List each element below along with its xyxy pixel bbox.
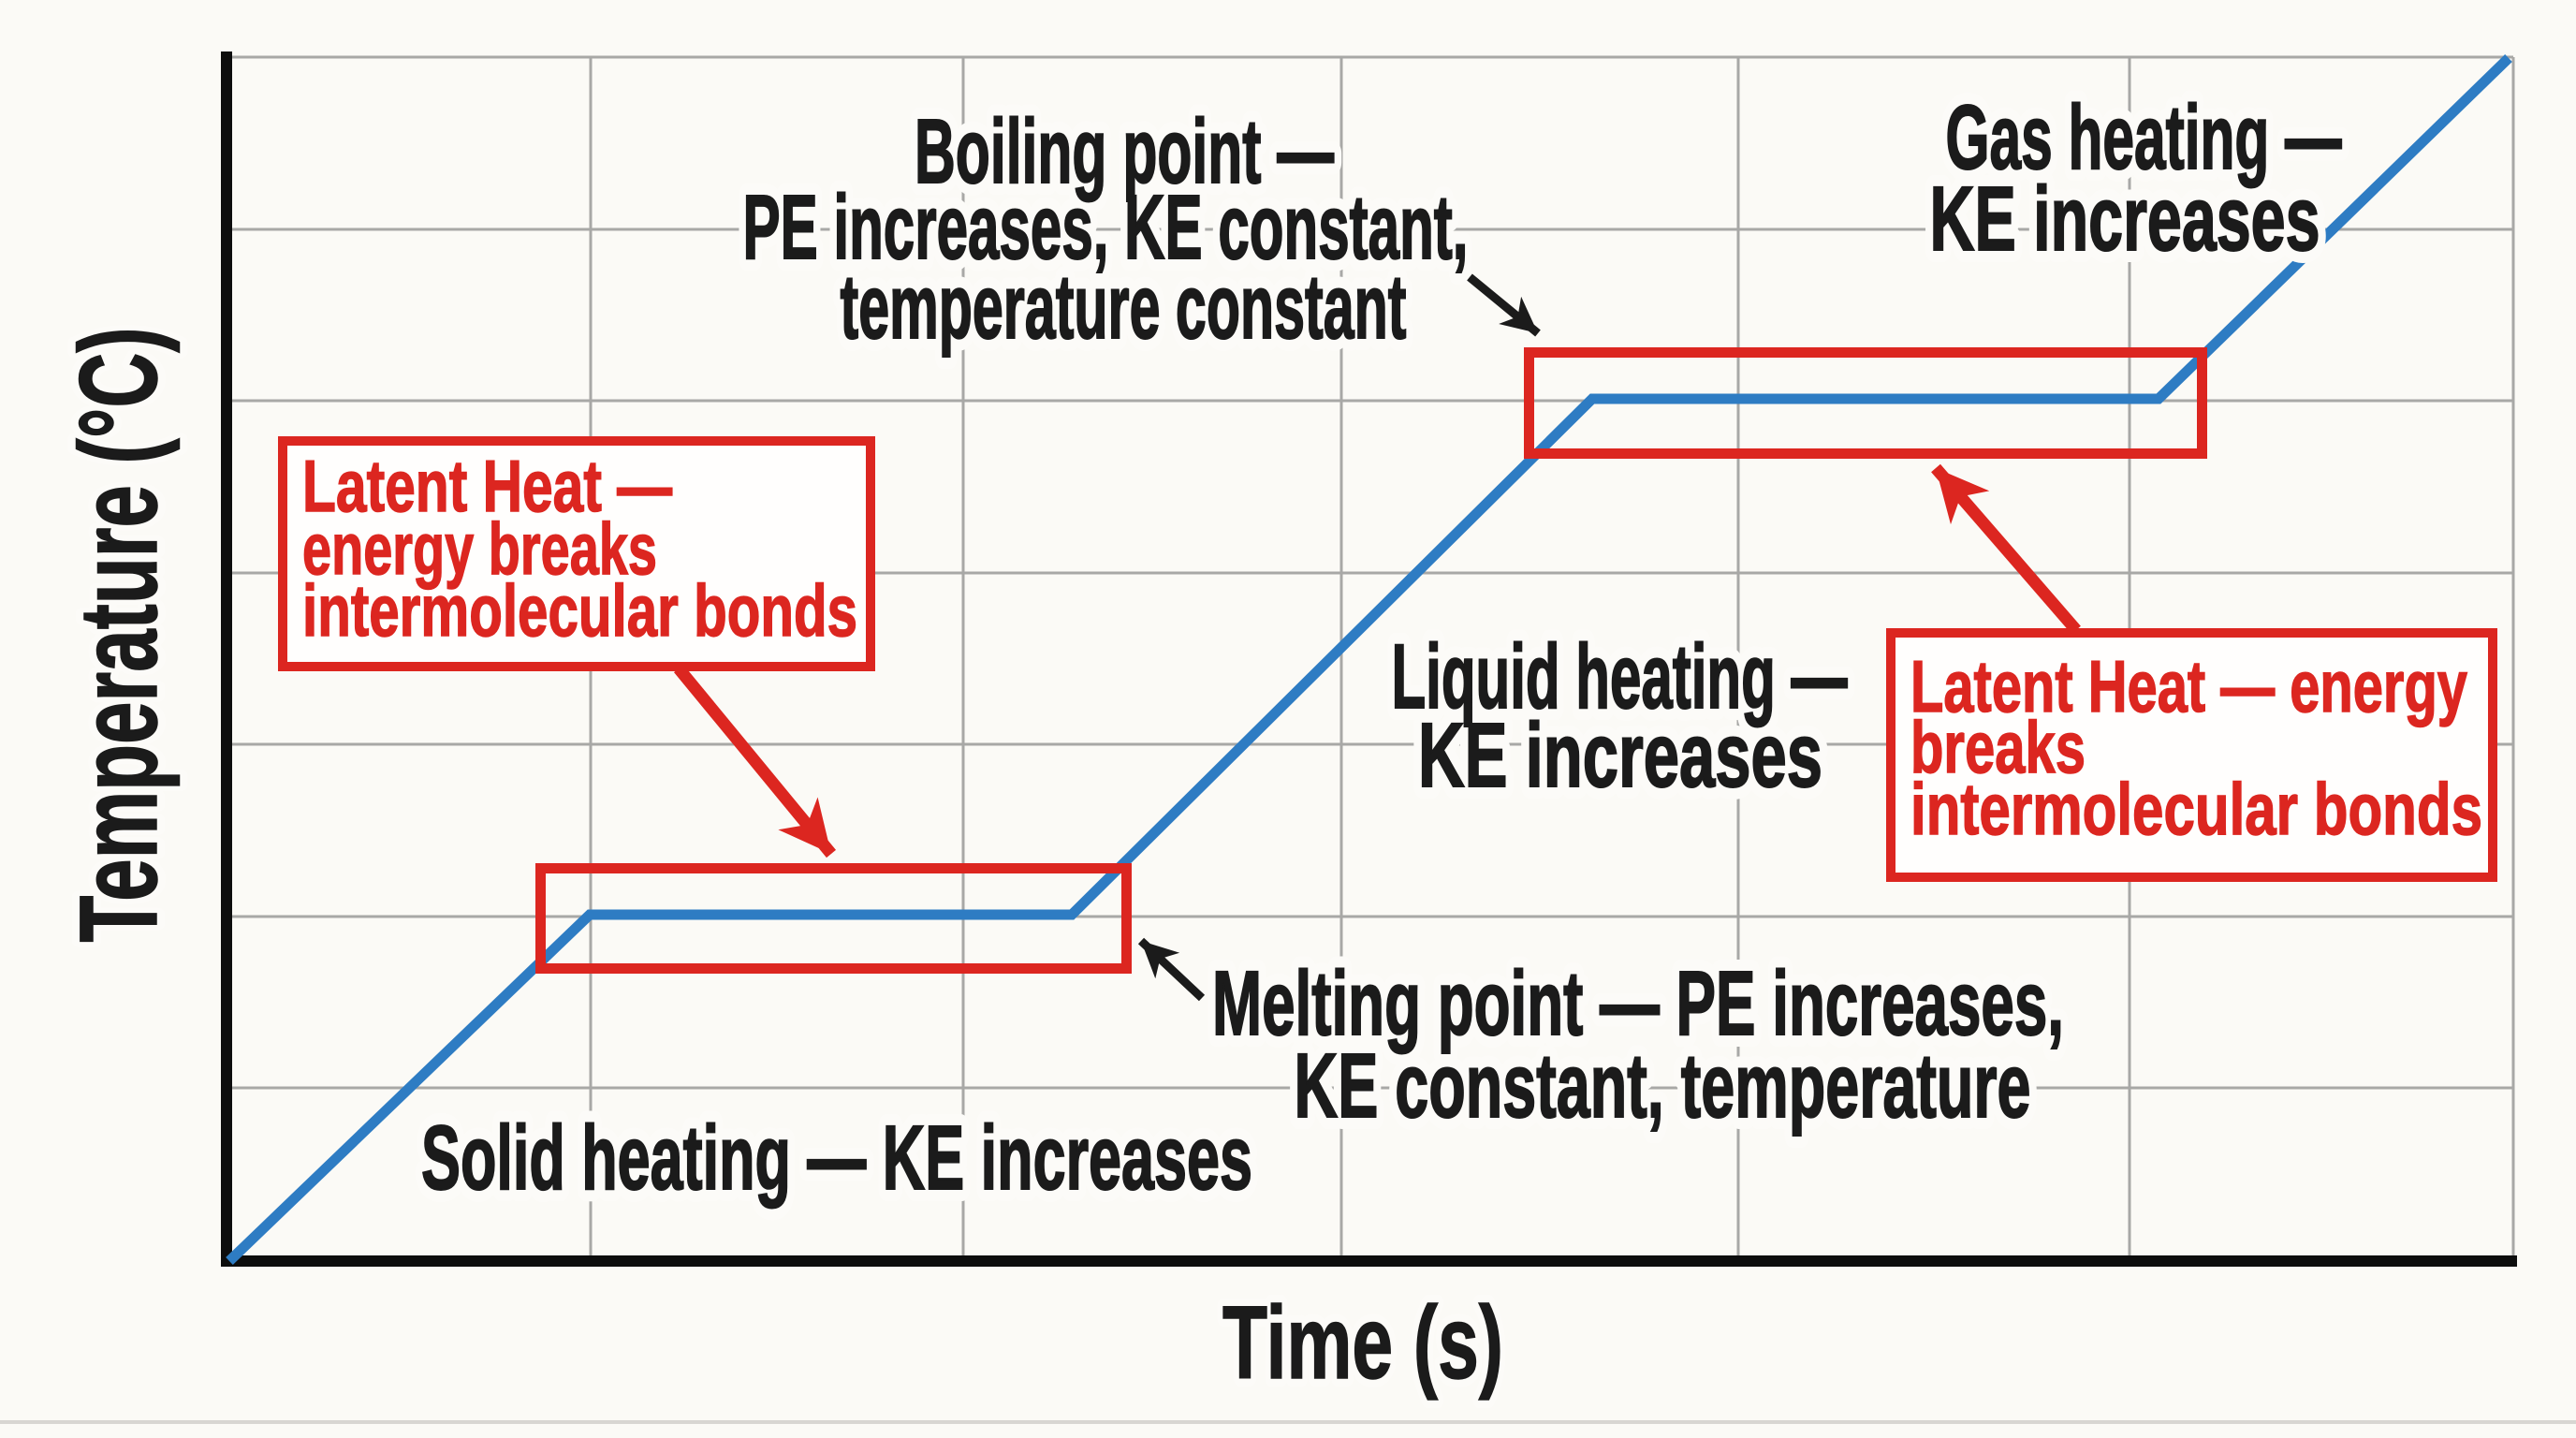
- svg-text:Temperature (°C): Temperature (°C): [57, 328, 181, 943]
- svg-text:energy breaks: energy breaks: [302, 507, 657, 590]
- svg-text:KE increases: KE increases: [1418, 704, 1822, 806]
- svg-text:Temperature (°C): Temperature (°C): [57, 328, 181, 943]
- svg-text:KE increases: KE increases: [1418, 704, 1822, 806]
- svg-text:Boiling point —: Boiling point —: [915, 100, 1334, 202]
- svg-text:PE increases, KE constant,: PE increases, KE constant,: [743, 176, 1469, 278]
- svg-text:Solid heating — KE increases: Solid heating — KE increases: [421, 1107, 1252, 1209]
- svg-text:Solid heating — KE increases: Solid heating — KE increases: [421, 1107, 1252, 1209]
- svg-text:intermolecular bonds: intermolecular bonds: [1910, 768, 2482, 850]
- svg-text:KE constant, temperature: KE constant, temperature: [1295, 1034, 2031, 1137]
- svg-text:Latent Heat — energy: Latent Heat — energy: [1910, 645, 2467, 727]
- svg-text:Boiling point —: Boiling point —: [915, 100, 1334, 202]
- svg-text:PE increases, KE constant,: PE increases, KE constant,: [743, 176, 1469, 278]
- svg-text:Time (s): Time (s): [1222, 1285, 1503, 1401]
- svg-text:KE increases: KE increases: [1930, 168, 2320, 270]
- svg-text:temperature constant: temperature constant: [841, 256, 1407, 358]
- svg-text:Latent Heat —: Latent Heat —: [302, 445, 672, 527]
- svg-text:Melting point — PE increases,: Melting point — PE increases,: [1212, 952, 2064, 1054]
- svg-text:Gas heating —: Gas heating —: [1946, 86, 2342, 188]
- svg-text:intermolecular bonds: intermolecular bonds: [302, 569, 857, 652]
- svg-text:breaks: breaks: [1910, 706, 2086, 788]
- svg-text:Melting point — PE increases,: Melting point — PE increases,: [1212, 952, 2064, 1054]
- svg-text:KE increases: KE increases: [1930, 168, 2320, 270]
- svg-text:Liquid heating —: Liquid heating —: [1392, 625, 1848, 727]
- svg-text:Liquid heating —: Liquid heating —: [1392, 625, 1848, 727]
- svg-text:Gas heating —: Gas heating —: [1946, 86, 2342, 188]
- svg-text:Time (s): Time (s): [1222, 1285, 1503, 1401]
- svg-text:temperature constant: temperature constant: [841, 256, 1407, 358]
- svg-text:KE constant, temperature: KE constant, temperature: [1295, 1034, 2031, 1137]
